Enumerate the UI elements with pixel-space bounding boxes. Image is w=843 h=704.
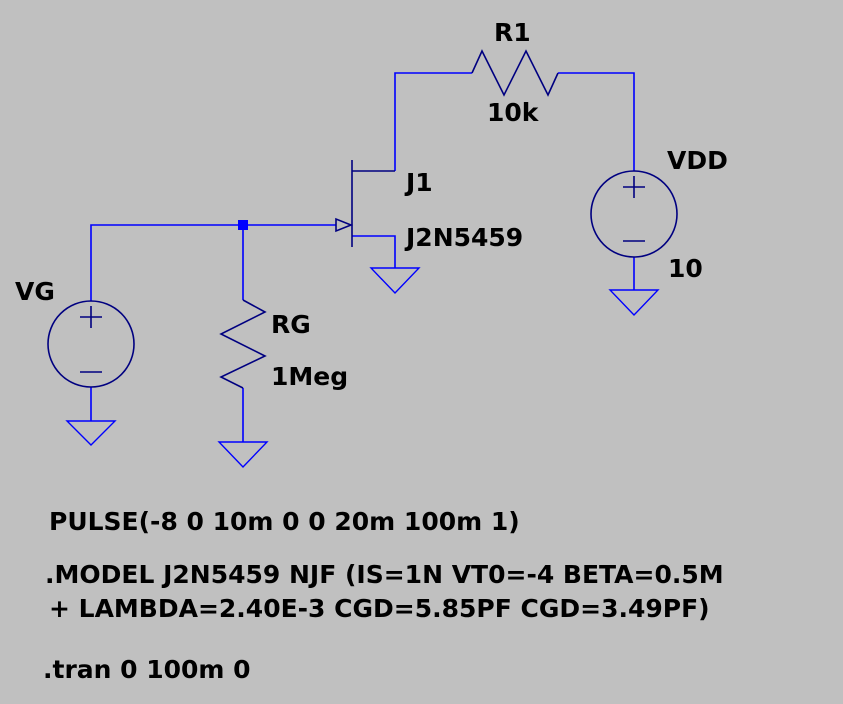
resistor-r1-symbol[interactable] [471, 49, 559, 97]
model-directive-line1[interactable]: .MODEL J2N5459 NJF (IS=1N VT0=-4 BETA=0.… [45, 560, 724, 589]
jfet-j1-symbol[interactable] [335, 160, 395, 247]
ground-icon-vdd[interactable] [608, 289, 660, 317]
wire-drain-to-r1[interactable] [394, 72, 472, 171]
rg-name-label[interactable]: RG [271, 310, 311, 339]
vdd-name-label[interactable]: VDD [667, 146, 728, 175]
j1-name-label[interactable]: J1 [406, 168, 433, 197]
junction-dot [238, 220, 248, 230]
wire-gate-net[interactable] [90, 224, 336, 301]
vg-value-label[interactable]: PULSE(-8 0 10m 0 0 20m 100m 1) [49, 507, 520, 536]
tran-directive[interactable]: .tran 0 100m 0 [43, 655, 251, 684]
j1-model-label[interactable]: J2N5459 [406, 223, 524, 252]
gate-arrow-icon [335, 217, 354, 233]
ground-icon-rg[interactable] [217, 441, 269, 469]
wire-source-to-ground[interactable] [352, 235, 396, 268]
ground-icon-vg[interactable] [65, 420, 117, 446]
wire-r1-to-vdd[interactable] [558, 72, 635, 171]
r1-name-label[interactable]: R1 [494, 18, 531, 47]
voltage-source-vdd-symbol[interactable] [590, 170, 678, 258]
model-directive-line2[interactable]: + LAMBDA=2.40E-3 CGD=5.85PF CGD=3.49PF) [49, 594, 710, 623]
rg-value-label[interactable]: 1Meg [271, 362, 349, 391]
wires [90, 72, 635, 442]
voltage-source-vg-symbol[interactable] [47, 300, 135, 388]
vg-name-label[interactable]: VG [15, 277, 55, 306]
ground-icon-source[interactable] [369, 267, 421, 295]
r1-value-label[interactable]: 10k [487, 98, 539, 127]
vdd-value-label[interactable]: 10 [668, 254, 703, 283]
resistor-rg-symbol[interactable] [219, 299, 267, 389]
